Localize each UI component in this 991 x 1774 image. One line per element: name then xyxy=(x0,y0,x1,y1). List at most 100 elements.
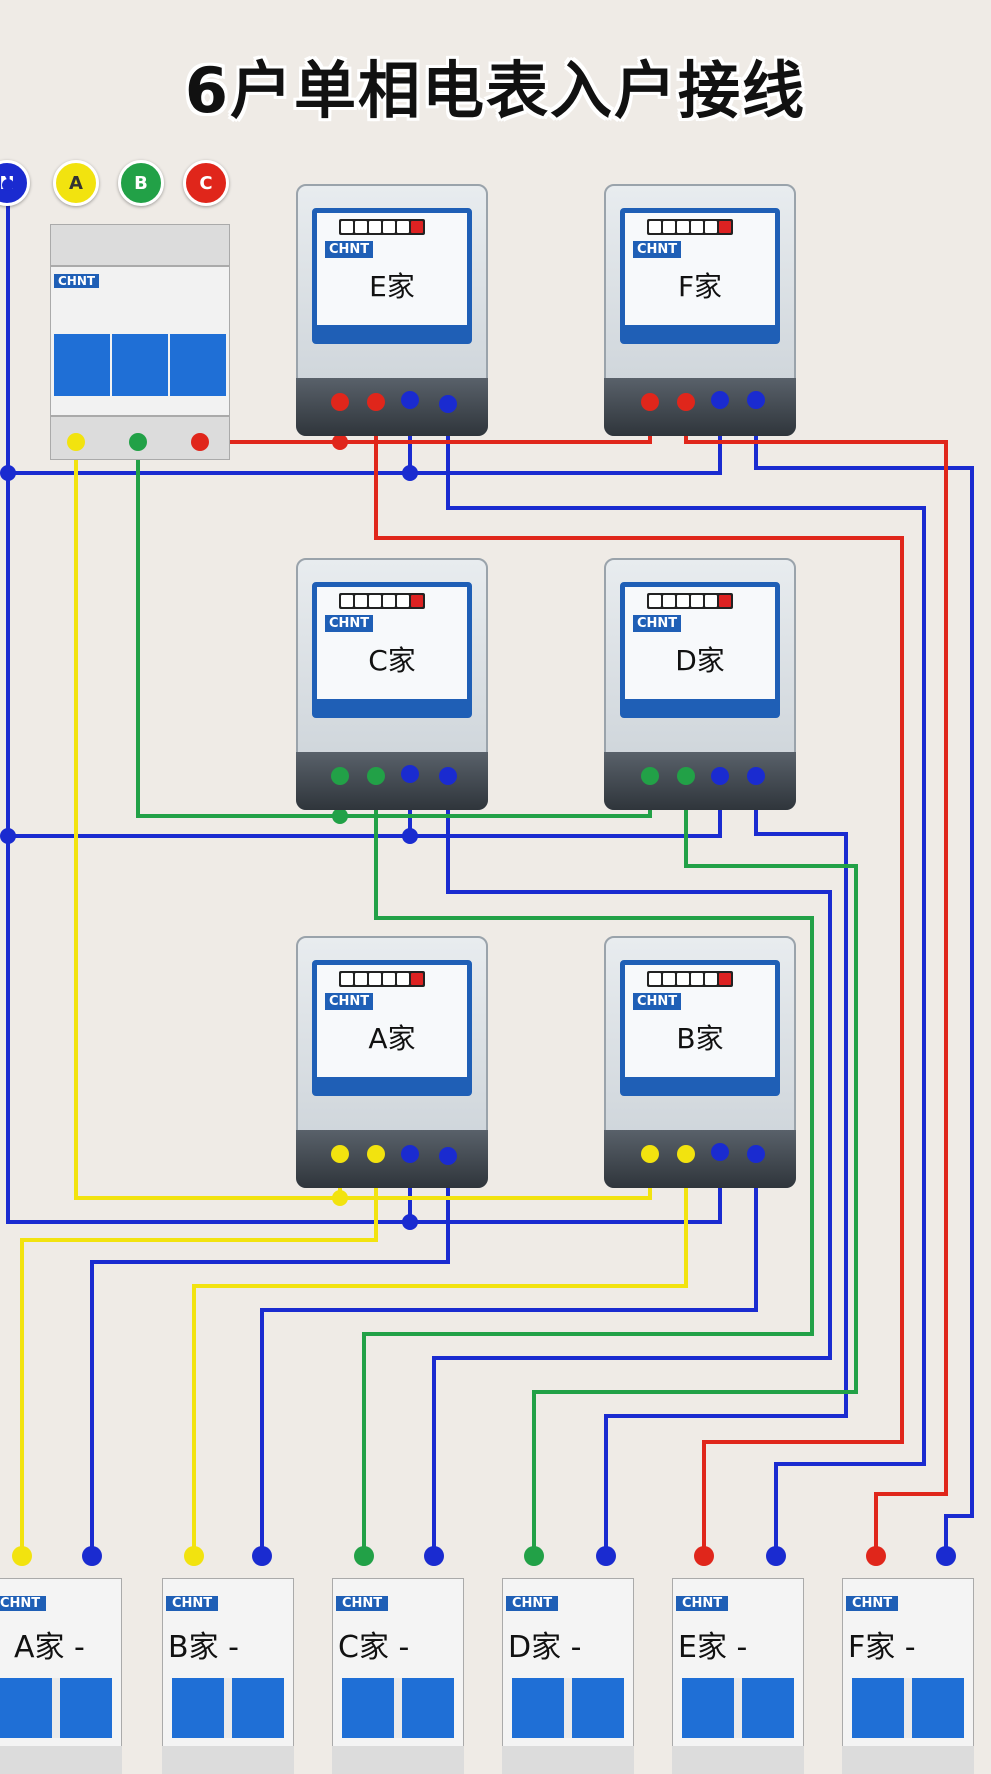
meter-band xyxy=(625,1077,775,1091)
breaker-a: CHNT A家 - xyxy=(0,1578,122,1774)
neutral-out-e xyxy=(446,390,926,1556)
breaker-slot xyxy=(394,1678,402,1738)
meter-window: CHNT E家 xyxy=(312,208,472,344)
phase-label: N xyxy=(0,172,15,194)
main-breaker: CHNT xyxy=(50,224,230,460)
breaker-bottom xyxy=(332,1746,464,1774)
meter-band xyxy=(317,325,467,339)
meter-brand: CHNT xyxy=(633,993,682,1010)
meter-window: CHNT B家 xyxy=(620,960,780,1096)
meter-label: B家 xyxy=(676,1022,724,1055)
breaker-bottom xyxy=(162,1746,294,1774)
junction-dot xyxy=(402,1214,418,1230)
phase-b-out-d xyxy=(532,770,858,1556)
meter-terminal-block xyxy=(604,1130,796,1188)
breaker-b: CHNT B家 - xyxy=(162,1578,294,1774)
meter-window: CHNT D家 xyxy=(620,582,780,718)
breaker-slot xyxy=(52,1678,60,1738)
breaker-brand: CHNT xyxy=(54,274,100,288)
phase-c-out-e xyxy=(374,390,904,1556)
neutral-out-f xyxy=(754,390,974,1556)
meter-terminal-block xyxy=(296,378,488,436)
meter-brand: CHNT xyxy=(633,615,682,632)
meter-label: A家 xyxy=(368,1022,416,1055)
breaker-label: C家 - xyxy=(338,1630,410,1665)
breaker-brand: CHNT xyxy=(0,1596,47,1611)
phase-b-out-c xyxy=(362,770,814,1556)
junction-dot xyxy=(402,828,418,844)
breaker-bottom-terminals xyxy=(50,416,230,460)
breaker-slot xyxy=(564,1678,572,1738)
meter-window: CHNT A家 xyxy=(312,960,472,1096)
breaker-lever xyxy=(54,334,110,396)
breaker-brand: CHNT xyxy=(676,1596,729,1611)
page-title: 6户单相电表入户接线 xyxy=(184,54,807,127)
meter-brand: CHNT xyxy=(325,615,374,632)
breaker-slot xyxy=(224,1678,232,1738)
meter-f: CHNT F家 xyxy=(604,184,796,436)
meter-counter xyxy=(339,593,425,609)
breaker-bottom xyxy=(672,1746,804,1774)
breaker-face xyxy=(502,1578,634,1774)
meter-band xyxy=(625,699,775,713)
neutral-main-wire xyxy=(6,185,408,1224)
meter-label: D家 xyxy=(675,644,725,677)
breaker-slot xyxy=(734,1678,742,1738)
phase-a-out-b xyxy=(192,1148,688,1556)
junction-dot xyxy=(0,465,16,481)
meter-b: CHNT B家 xyxy=(604,936,796,1188)
meter-a: CHNT A家 xyxy=(296,936,488,1188)
neutral-wires xyxy=(6,185,974,1556)
meter-counter xyxy=(647,219,733,235)
phase-label: C xyxy=(199,172,213,194)
meter-band xyxy=(625,325,775,339)
phase-b-indicator: B xyxy=(118,160,164,206)
breaker-d: CHNT D家 - xyxy=(502,1578,634,1774)
breaker-f: CHNT F家 - xyxy=(842,1578,974,1774)
meter-label: F家 xyxy=(677,270,723,303)
meter-terminal-block xyxy=(296,752,488,810)
neutral-out-b xyxy=(260,1148,758,1556)
breaker-label: B家 - xyxy=(168,1630,239,1665)
breaker-lever xyxy=(112,334,168,396)
neutral-out-c xyxy=(432,770,832,1556)
breaker-c: CHNT C家 - xyxy=(332,1578,464,1774)
breaker-brand: CHNT xyxy=(166,1596,219,1611)
breaker-lever xyxy=(170,334,226,396)
meter-band xyxy=(317,699,467,713)
meter-band xyxy=(317,1077,467,1091)
meter-brand: CHNT xyxy=(633,241,682,258)
breaker-label: F家 - xyxy=(848,1630,916,1665)
breaker-label: A家 - xyxy=(14,1630,85,1665)
breaker-label: E家 - xyxy=(678,1630,748,1665)
breaker-bottom xyxy=(0,1746,122,1774)
breaker-bottom xyxy=(842,1746,974,1774)
breaker-label: D家 - xyxy=(508,1630,582,1665)
breaker-bottom xyxy=(502,1746,634,1774)
meter-window: CHNT C家 xyxy=(312,582,472,718)
meter-brand: CHNT xyxy=(325,993,374,1010)
phase-c-indicator: C xyxy=(183,160,229,206)
junction-dot xyxy=(332,434,348,450)
junction-dot xyxy=(0,828,16,844)
meter-label: C家 xyxy=(368,644,416,677)
phase-label: B xyxy=(134,172,148,194)
breaker-e: CHNT E家 - xyxy=(672,1578,804,1774)
breaker-top-terminals xyxy=(50,224,230,266)
meter-c: CHNT C家 xyxy=(296,558,488,810)
phase-label: A xyxy=(69,172,83,194)
meter-terminal-block xyxy=(604,752,796,810)
breaker-slot xyxy=(904,1678,912,1738)
meter-window: CHNT F家 xyxy=(620,208,780,344)
meter-counter xyxy=(339,971,425,987)
breaker-brand: CHNT xyxy=(336,1596,389,1611)
junction-dot xyxy=(402,465,418,481)
neutral-out-d xyxy=(604,770,848,1556)
breaker-brand: CHNT xyxy=(506,1596,559,1611)
phase-a-out-a xyxy=(20,1148,378,1556)
meter-counter xyxy=(647,971,733,987)
meter-e: CHNT E家 xyxy=(296,184,488,436)
meter-d: CHNT D家 xyxy=(604,558,796,810)
neutral-out-a xyxy=(90,1148,450,1556)
